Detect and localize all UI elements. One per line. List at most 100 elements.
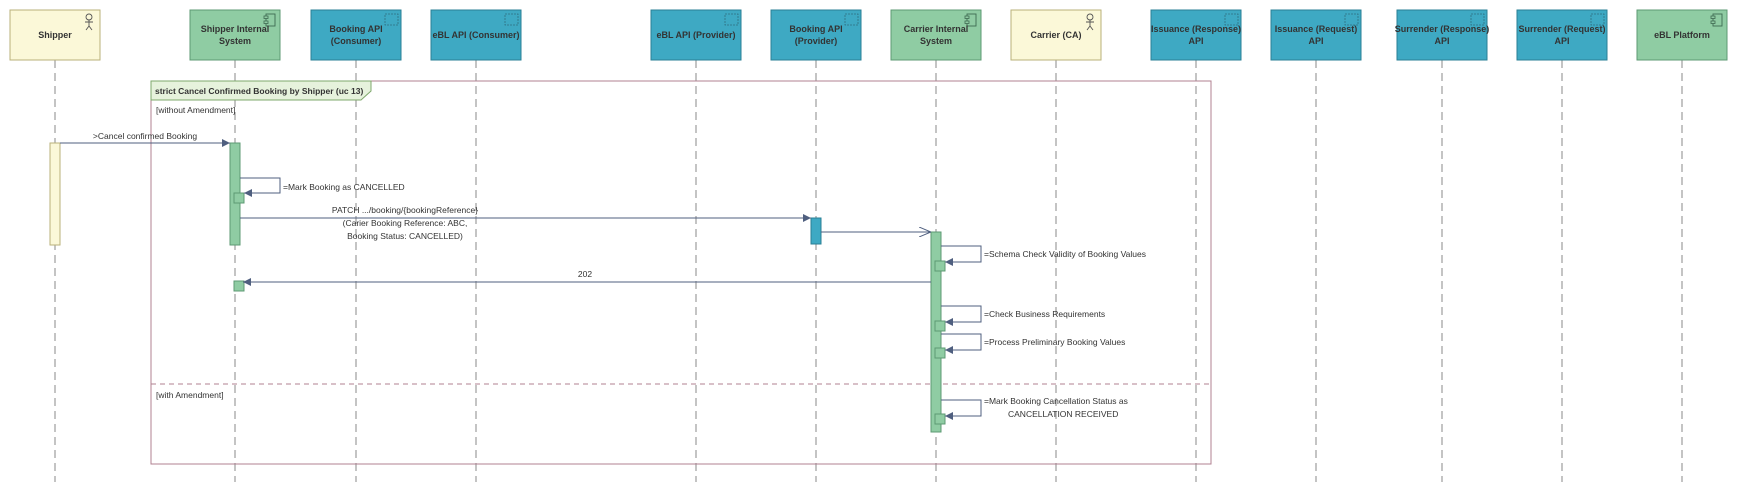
message-label: =Mark Booking as CANCELLED [283, 182, 405, 192]
participant-label: API [1434, 36, 1449, 46]
activation-reply-shipper-internal [233, 280, 245, 292]
participant-surrender-request[interactable]: Surrender (Request) API [1516, 9, 1608, 61]
participant-carrier[interactable]: Carrier (CA) [1010, 9, 1102, 61]
message-process-preliminary-values: =Process Preliminary Booking Values [941, 333, 1125, 354]
activation-self-schema-check [934, 260, 946, 272]
message-label: (Carier Booking Reference: ABC, [343, 218, 468, 228]
participant-label: Carrier Internal [904, 24, 969, 34]
message-label: =Mark Booking Cancellation Status as [984, 396, 1128, 406]
participant-ebl-platform[interactable]: eBL Platform [1636, 9, 1728, 61]
message-patch-booking: PATCH .../booking/{bookingReference} (Car… [240, 205, 811, 241]
interface-icon [1590, 13, 1605, 26]
participant-label: System [920, 36, 952, 46]
activation-carrier-internal [930, 231, 942, 433]
activation-self-shipper-internal [233, 192, 245, 204]
combined-fragment: strict Cancel Confirmed Booking by Shipp… [150, 80, 1212, 465]
messages: >Cancel confirmed Booking =Mark Booking a… [60, 131, 1146, 420]
stick-figure-icon [1086, 13, 1094, 31]
participant-label: Issuance (Request) [1275, 24, 1358, 34]
message-label: Booking Status: CANCELLED) [347, 231, 463, 241]
message-label: =Process Preliminary Booking Values [984, 337, 1125, 347]
message-schema-check: =Schema Check Validity of Booking Values [941, 245, 1146, 266]
stick-figure-icon [85, 13, 93, 31]
message-check-business-requirements: =Check Business Requirements [941, 305, 1105, 326]
participant-box [430, 9, 522, 61]
interface-icon [384, 13, 399, 26]
participant-label: Surrender (Request) [1518, 24, 1605, 34]
fragment-title: strict Cancel Confirmed Booking by Shipp… [155, 86, 363, 96]
participant-shipper[interactable]: Shipper [9, 9, 101, 61]
participant-box [1150, 9, 1242, 61]
participant-label: eBL API (Provider) [656, 30, 735, 40]
participant-issuance-request[interactable]: Issuance (Request) API [1270, 9, 1362, 61]
fragment-frame [150, 80, 1212, 465]
activation-booking-api-provider [810, 217, 822, 245]
participant-label: Shipper [38, 30, 72, 40]
lifelines [54, 60, 1683, 482]
participant-box [1270, 9, 1362, 61]
activation-shipper [49, 142, 61, 246]
message-cancel-confirmed-booking: >Cancel confirmed Booking [60, 131, 230, 147]
participant-ebl-api-consumer[interactable]: eBL API (Consumer) [430, 9, 522, 61]
message-line [941, 333, 982, 354]
activation-self-mark-received [934, 413, 946, 425]
participant-box [1516, 9, 1608, 61]
participant-box [1010, 9, 1102, 61]
participant-ebl-api-provider[interactable]: eBL API (Provider) [650, 9, 742, 61]
interface-icon [504, 13, 519, 26]
activation-self-business-req [934, 320, 946, 332]
fragment-title-tab [150, 80, 372, 101]
participant-label: API [1188, 36, 1203, 46]
component-icon [964, 13, 977, 27]
participant-label: Issuance (Response) [1151, 24, 1241, 34]
message-mark-booking-cancelled: =Mark Booking as CANCELLED [240, 177, 405, 197]
participant-label: Shipper Internal [201, 24, 270, 34]
participant-label: (Provider) [795, 36, 838, 46]
participant-booking-api-consumer[interactable]: Booking API (Consumer) [310, 9, 402, 61]
participant-label: Booking API [789, 24, 842, 34]
message-line [941, 305, 982, 326]
message-label: 202 [578, 269, 592, 279]
participant-label: API [1308, 36, 1323, 46]
message-label: =Schema Check Validity of Booking Values [984, 249, 1146, 259]
participant-box [1396, 9, 1488, 61]
participant-box [9, 9, 101, 61]
message-label: =Check Business Requirements [984, 309, 1105, 319]
activation-self-process-values [934, 347, 946, 359]
participant-label: Surrender (Response) [1395, 24, 1490, 34]
message-line [941, 399, 982, 420]
participant-label: Carrier (CA) [1030, 30, 1081, 40]
message-mark-cancellation-received: =Mark Booking Cancellation Status as CANC… [941, 396, 1128, 420]
message-label: >Cancel confirmed Booking [93, 131, 197, 141]
participant-label: System [219, 36, 251, 46]
interface-icon [1344, 13, 1359, 26]
interface-icon [724, 13, 739, 26]
component-icon [263, 13, 276, 27]
participant-label: Booking API [329, 24, 382, 34]
participant-box [310, 9, 402, 61]
message-response-202: 202 [243, 269, 931, 286]
activations [49, 142, 946, 433]
participant-box [770, 9, 862, 61]
message-label: CANCELLATION RECEIVED [1008, 409, 1118, 419]
message-label: PATCH .../booking/{bookingReference} [332, 205, 478, 215]
guard-with-amendment: [with Amendment] [156, 390, 224, 400]
interface-icon [1224, 13, 1239, 26]
participant-booking-api-provider[interactable]: Booking API (Provider) [770, 9, 862, 61]
participant-box [650, 9, 742, 61]
participant-issuance-response[interactable]: Issuance (Response) API [1150, 9, 1242, 61]
participant-label: eBL Platform [1654, 30, 1710, 40]
interface-icon [844, 13, 859, 26]
message-line [941, 245, 982, 266]
guard-without-amendment: [without Amendment] [156, 105, 235, 115]
interface-icon [1470, 13, 1485, 26]
participant-label: API [1554, 36, 1569, 46]
participant-label: eBL API (Consumer) [432, 30, 519, 40]
component-icon [1710, 13, 1723, 27]
participant-label: (Consumer) [331, 36, 382, 46]
participant-surrender-response[interactable]: Surrender (Response) API [1395, 9, 1490, 61]
